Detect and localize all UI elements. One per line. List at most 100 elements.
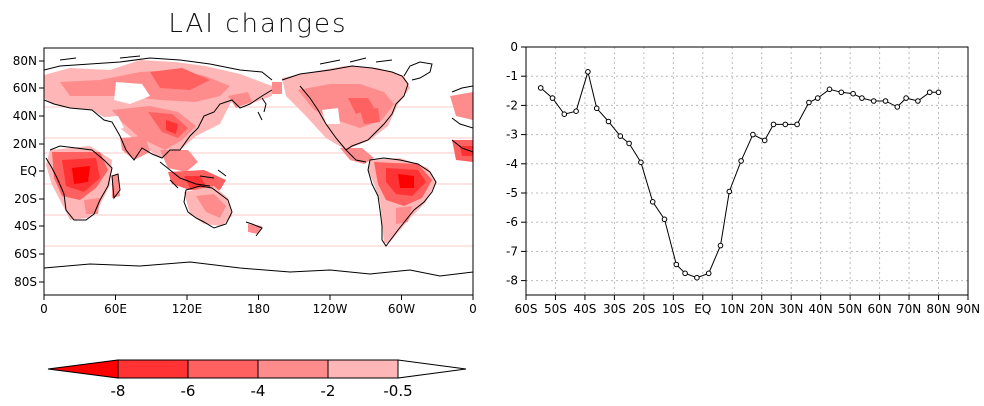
map-y-tick-labels: 80N 60N 40N 20N EQ 20S 40S 60S 80S [13, 54, 37, 289]
map-y-tick-label: 60S [14, 247, 37, 261]
colorbar-bin-1 [47, 359, 119, 379]
data-point [926, 89, 933, 96]
data-point [537, 85, 544, 91]
colorbar-label: -2 [321, 382, 336, 400]
data-point [903, 95, 909, 101]
map-tick-marks [39, 60, 474, 300]
data-point [661, 216, 668, 223]
plot-y-tick-label: -6 [506, 215, 518, 229]
plot-y-tick-label: 0 [510, 40, 518, 54]
data-point [838, 89, 845, 96]
region-australia [184, 186, 262, 234]
data-point [682, 270, 688, 277]
data-point [738, 158, 744, 164]
data-point [649, 199, 656, 205]
colorbar-bin-3 [187, 359, 259, 379]
data-point [617, 133, 624, 139]
plot-tick-marks [521, 46, 969, 300]
region-south-america [368, 158, 436, 244]
plot-x-tick-label: 40N [809, 302, 833, 316]
map-title: LAI changes [168, 9, 347, 39]
data-point [870, 98, 877, 104]
region-africa [46, 146, 120, 220]
map-x-tick-label: 120W [313, 302, 348, 316]
data-point [673, 261, 680, 268]
data-point [859, 95, 865, 101]
data-point [882, 98, 889, 104]
plot-x-tick-label: 80N [926, 302, 950, 316]
colorbar-label: -0.5 [383, 382, 412, 400]
map-x-tick-label: 60W [388, 302, 415, 316]
map-field [44, 55, 473, 277]
plot-grid [526, 47, 968, 295]
data-point [794, 121, 800, 128]
data-point [750, 131, 756, 138]
region-eurasia [44, 60, 272, 158]
plot-y-tick-label: -4 [506, 157, 518, 171]
data-point [626, 140, 632, 147]
data-point [850, 90, 856, 97]
data-point [935, 89, 942, 96]
data-point [717, 242, 724, 249]
colorbar-bin-4 [257, 359, 329, 379]
data-point [549, 95, 556, 101]
plot-x-tick-label: 10N [720, 302, 744, 316]
plot-y-tick-label: -5 [506, 186, 518, 200]
map-y-tick-label: 20S [14, 192, 37, 206]
data-point [894, 104, 901, 110]
map-y-tick-label: EQ [20, 164, 37, 178]
coastlines [44, 55, 473, 277]
map-y-tick-label: 80N [13, 54, 37, 68]
series-points [537, 69, 942, 281]
data-point [826, 86, 833, 93]
plot-y-tick-labels: 0-1-2-3-4-5-6-7-8 [506, 40, 518, 288]
data-point [915, 98, 921, 104]
series-line-lai-zonal-mean [540, 69, 939, 279]
plot-x-tick-label: EQ [694, 302, 711, 316]
map-y-tick-label: 20N [13, 137, 37, 151]
data-point [770, 121, 777, 128]
data-point [726, 188, 733, 195]
plot-x-tick-label: 20S [632, 302, 655, 316]
plot-x-tick-label: 30S [603, 302, 626, 316]
region-north-america [272, 66, 410, 164]
colorbar [47, 359, 467, 379]
region-tropical-asia [120, 136, 226, 190]
plot-x-tick-label: 10S [662, 302, 685, 316]
plot-x-tick-label: 50N [838, 302, 862, 316]
data-point [605, 118, 612, 125]
plot-y-tick-label: -1 [506, 69, 518, 83]
map-y-tick-label: 40S [14, 219, 37, 233]
plot-y-tick-label: -8 [506, 274, 518, 288]
map-y-tick-label: 40N [13, 109, 37, 123]
map-x-tick-label: 120E [172, 302, 203, 316]
plot-x-tick-label: 30N [779, 302, 803, 316]
colorbar-label: -6 [181, 382, 196, 400]
map-x-tick-label: 60E [104, 302, 127, 316]
data-point [814, 95, 821, 101]
map-x-tick-label: 0 [40, 302, 48, 316]
colorbar-bin-2 [117, 359, 189, 379]
map-y-tick-label: 80S [14, 275, 37, 289]
data-point [573, 108, 579, 114]
data-point [705, 270, 712, 277]
plot-x-tick-label: 60S [515, 302, 538, 316]
plot-frame [525, 46, 969, 296]
data-point [806, 99, 812, 106]
colorbar-label: -4 [251, 382, 266, 400]
map-y-tick-label: 60N [13, 81, 37, 95]
data-point [782, 121, 789, 128]
data-point [638, 159, 644, 166]
plot-x-tick-label: 60N [867, 302, 891, 316]
colorbar-label: -8 [111, 382, 126, 400]
data-point [694, 274, 700, 281]
map-x-tick-label: 0 [469, 302, 477, 316]
data-point [593, 105, 600, 112]
plot-x-tick-label: 50S [544, 302, 567, 316]
plot-x-tick-label: 90N [956, 302, 980, 316]
colorbar-bin-6 [397, 359, 467, 379]
data-point [761, 137, 768, 144]
